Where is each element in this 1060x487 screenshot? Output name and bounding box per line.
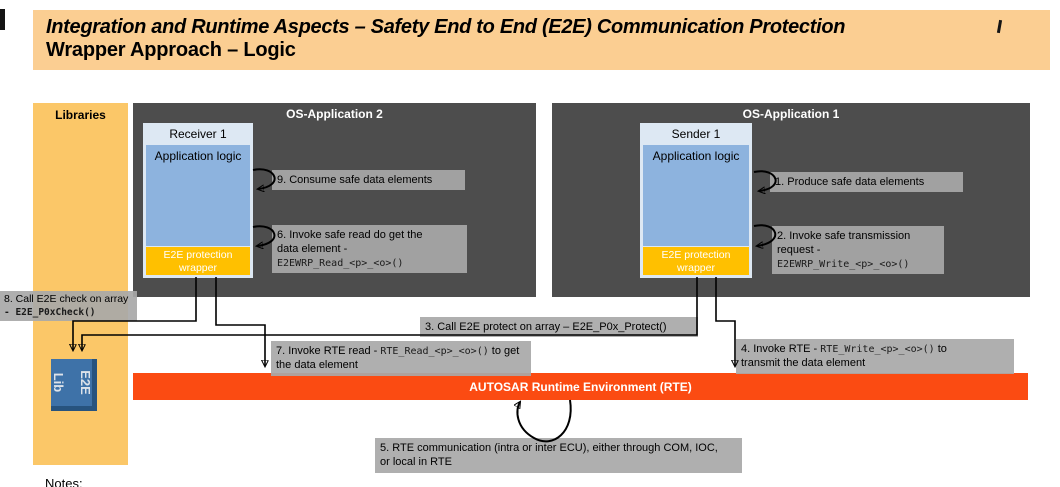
rte-bar: AUTOSAR Runtime Environment (RTE)	[133, 373, 1028, 400]
libraries-header: Libraries	[55, 108, 106, 122]
rte-label: AUTOSAR Runtime Environment (RTE)	[469, 379, 692, 394]
step-2-label: 2. Invoke safe transmission request - E2…	[772, 226, 944, 274]
sender-component: Sender 1 Application logic E2E protectio…	[640, 123, 752, 278]
title-bar: Integration and Runtime Aspects – Safety…	[33, 10, 1050, 70]
step-5-label: 5. RTE communication (intra or inter ECU…	[375, 438, 742, 473]
sender-application-logic: Application logic	[643, 145, 749, 246]
receiver-name: Receiver 1	[169, 127, 227, 141]
receiver-component: Receiver 1 Application logic E2E protect…	[143, 123, 253, 278]
step-6-label: 6. Invoke safe read do get the data elem…	[272, 225, 467, 273]
os-application-2-header: OS-Application 2	[286, 107, 383, 121]
sender-name: Sender 1	[671, 127, 721, 141]
os-application-2-panel: OS-Application 2 Receiver 1 Application …	[133, 103, 536, 297]
step-4-label: 4. Invoke RTE - RTE_Write_<p>_<o>() to t…	[736, 339, 1014, 374]
step-8-label: 8. Call E2E check on array - E2E_P0xChec…	[0, 291, 137, 321]
os-application-1-panel: OS-Application 1 Sender 1 Application lo…	[552, 103, 1030, 297]
slide-subtitle: Wrapper Approach – Logic	[46, 39, 296, 61]
step-9-label: 9. Consume safe data elements	[272, 170, 465, 191]
slide-title: Integration and Runtime Aspects – Safety…	[46, 16, 846, 38]
receiver-e2e-protection-wrapper: E2E protection wrapper	[146, 247, 250, 275]
sender-e2e-protection-wrapper: E2E protection wrapper	[643, 247, 749, 275]
loop-arrow-step5-rte-communication	[517, 399, 572, 443]
os-application-1-header: OS-Application 1	[742, 107, 840, 121]
step-7-label: 7. Invoke RTE read - RTE_Read_<p>_<o>() …	[271, 341, 531, 376]
edge-artifact-mark	[0, 9, 5, 30]
receiver-application-logic: Application logic	[146, 145, 250, 246]
notes-label: Notes:	[45, 476, 83, 487]
step-3-label: 3. Call E2E protect on array – E2E_P0x_P…	[420, 317, 698, 338]
step-1-label: 1. Produce safe data elements	[770, 172, 963, 193]
